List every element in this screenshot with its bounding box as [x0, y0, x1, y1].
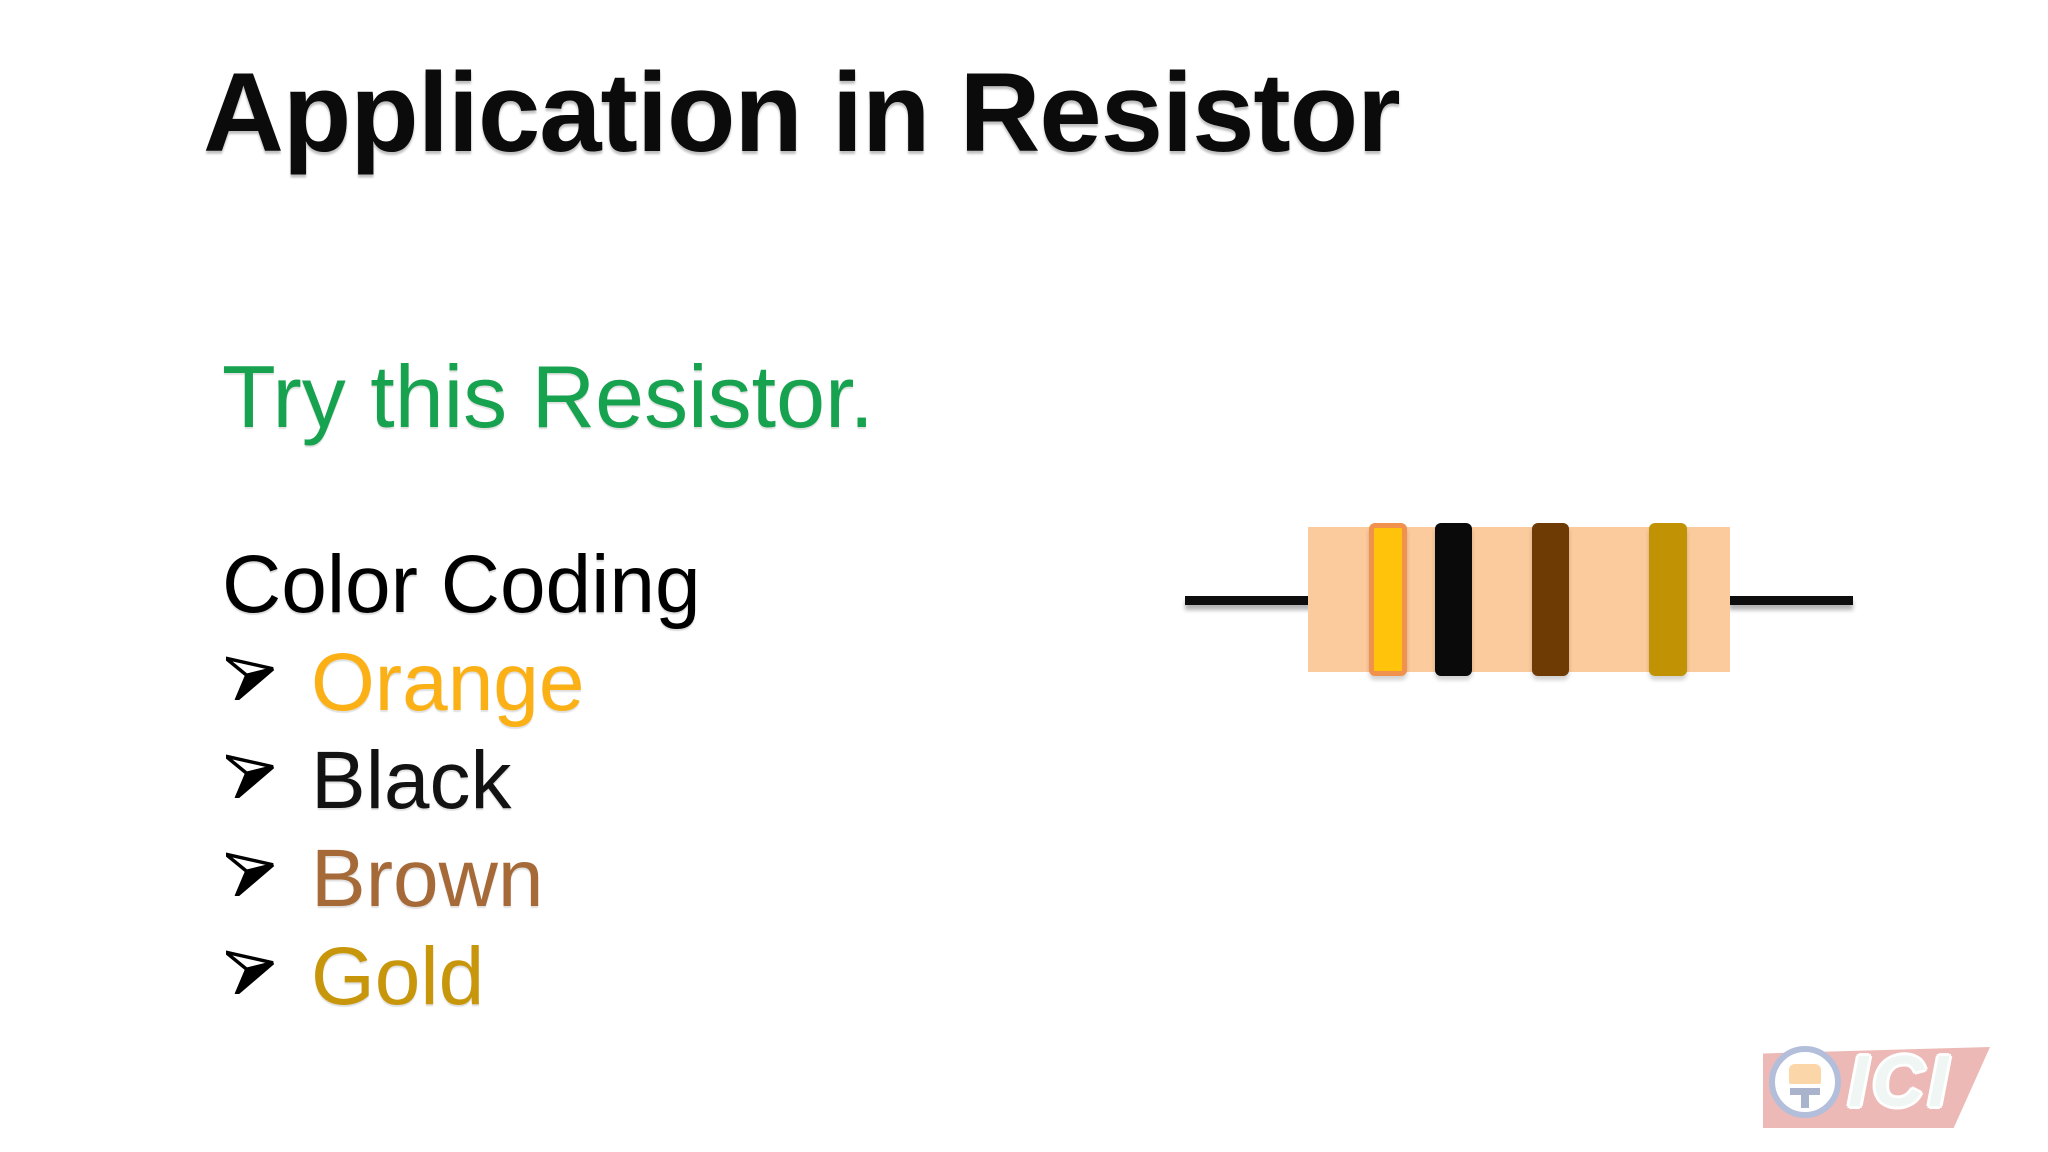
list-item-brown: Brown: [222, 838, 585, 936]
list-item-label: Black: [311, 735, 512, 826]
logo-emblem-badge: [1769, 1046, 1841, 1118]
arrow-bullet-icon: [226, 950, 275, 994]
logo-text: ICI: [1848, 1042, 1953, 1122]
list-item-label: Gold: [311, 931, 485, 1022]
resistor-lead-right: [1729, 596, 1853, 605]
list-item-gold: Gold: [222, 936, 585, 1034]
emblem-stem-icon: [1801, 1088, 1809, 1108]
resistor-band-gold: [1649, 523, 1687, 676]
subtitle-try-resistor: Try this Resistor.: [222, 347, 874, 446]
emblem-base-icon: [1790, 1088, 1820, 1095]
resistor-band-orange: [1369, 523, 1407, 676]
emblem-lamp-icon: [1789, 1064, 1821, 1084]
arrow-bullet-icon: [226, 656, 275, 700]
color-coding-heading: Color Coding: [222, 539, 701, 630]
resistor-band-brown: [1532, 523, 1569, 676]
ici-watermark-logo: ICI: [1756, 1040, 1996, 1140]
page-title: Application in Resistor: [203, 50, 1401, 175]
arrow-bullet-icon: [226, 754, 275, 798]
list-item-label: Orange: [311, 637, 585, 728]
list-item-black: Black: [222, 740, 585, 838]
resistor-band-black: [1435, 523, 1472, 676]
arrow-bullet-icon: [226, 852, 275, 896]
list-item-orange: Orange: [222, 642, 585, 740]
list-item-label: Brown: [311, 833, 544, 924]
color-coding-list: Orange Black Brown: [222, 642, 585, 1034]
resistor-lead-left: [1185, 596, 1311, 605]
